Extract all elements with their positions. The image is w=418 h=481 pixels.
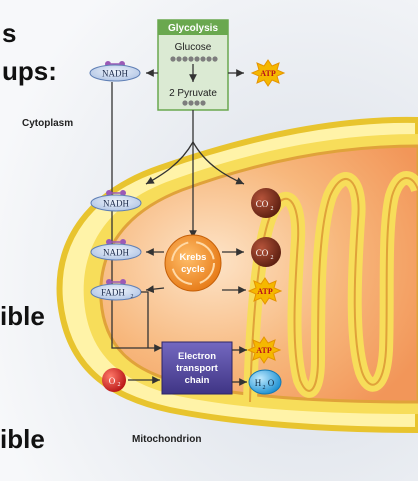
nadh-to-etc-line [111,82,162,352]
etc-label-line3: chain [185,375,210,386]
nadh-top-label: NADH [102,69,128,79]
h2o-subscript: 2 [263,385,266,391]
slide-text-partial-4: ible [0,424,45,454]
glycolysis-box: Glycolysis Glucose 2 Pyruvate [157,19,229,111]
co2-1-subscript: 2 [271,206,274,212]
o2-subscript: 2 [118,382,121,388]
glycolysis-label: Glycolysis [168,23,218,34]
o2-molecule: O 2 [102,368,126,392]
nadh-2-label: NADH [103,248,129,258]
arrow-pyruvate-to-nadh [145,141,194,185]
co2-2-subscript: 2 [271,255,274,261]
slide-text-partial-3: ible [0,301,45,331]
nadh-2: NADH [90,239,142,261]
krebs-label-line2: cycle [181,264,205,275]
atp-etc: ATP [246,336,282,364]
fadh2: FADH 2 [90,279,142,301]
h2o-molecule: H 2 O [248,369,282,395]
krebs-label-line1: Krebs [180,252,207,263]
slide-text-partial-2: ups: [2,56,57,86]
glucose-label: Glucose [175,42,212,53]
atp-etc-label: ATP [256,346,272,355]
co2-1-label: CO [256,199,269,209]
cristae-edge [249,177,418,403]
cytoplasm-label: Cytoplasm [22,118,73,129]
arrow-pyruvate-to-co2 [192,141,245,185]
co2-2: CO 2 [251,237,281,267]
nadh-top: NADH [89,61,141,82]
fadh2-label: FADH [101,288,125,298]
atp-krebs: ATP [247,277,283,305]
atp-krebs-label: ATP [257,287,273,296]
o2-label: O [109,376,116,386]
co2-2-label: CO [256,248,269,258]
mitochondrion-label: Mitochondrion [132,434,201,445]
pyruvate-label: 2 Pyruvate [169,88,217,99]
nadh-1: NADH [90,190,142,212]
h2o-h-label: H [255,378,262,388]
etc-label-line1: Electron [178,351,216,362]
krebs-cycle: Krebs cycle [164,234,222,292]
glucose-chain-icon [170,56,218,62]
atp-top: ATP [250,59,286,87]
slide-text-partial-1: s [2,18,16,48]
fadh2-subscript: 2 [131,294,134,300]
h2o-o-label: O [268,378,275,388]
arrow-krebs-to-fadh2 [145,285,165,294]
nadh-1-label: NADH [103,199,129,209]
pyruvate-chain-icon [182,100,206,106]
electron-transport-chain-box: Electron transport chain [161,341,233,395]
co2-1: CO 2 [251,188,281,218]
fadh2-to-etc-line [141,291,149,348]
etc-label-line2: transport [176,363,219,374]
atp-top-label: ATP [260,69,276,78]
